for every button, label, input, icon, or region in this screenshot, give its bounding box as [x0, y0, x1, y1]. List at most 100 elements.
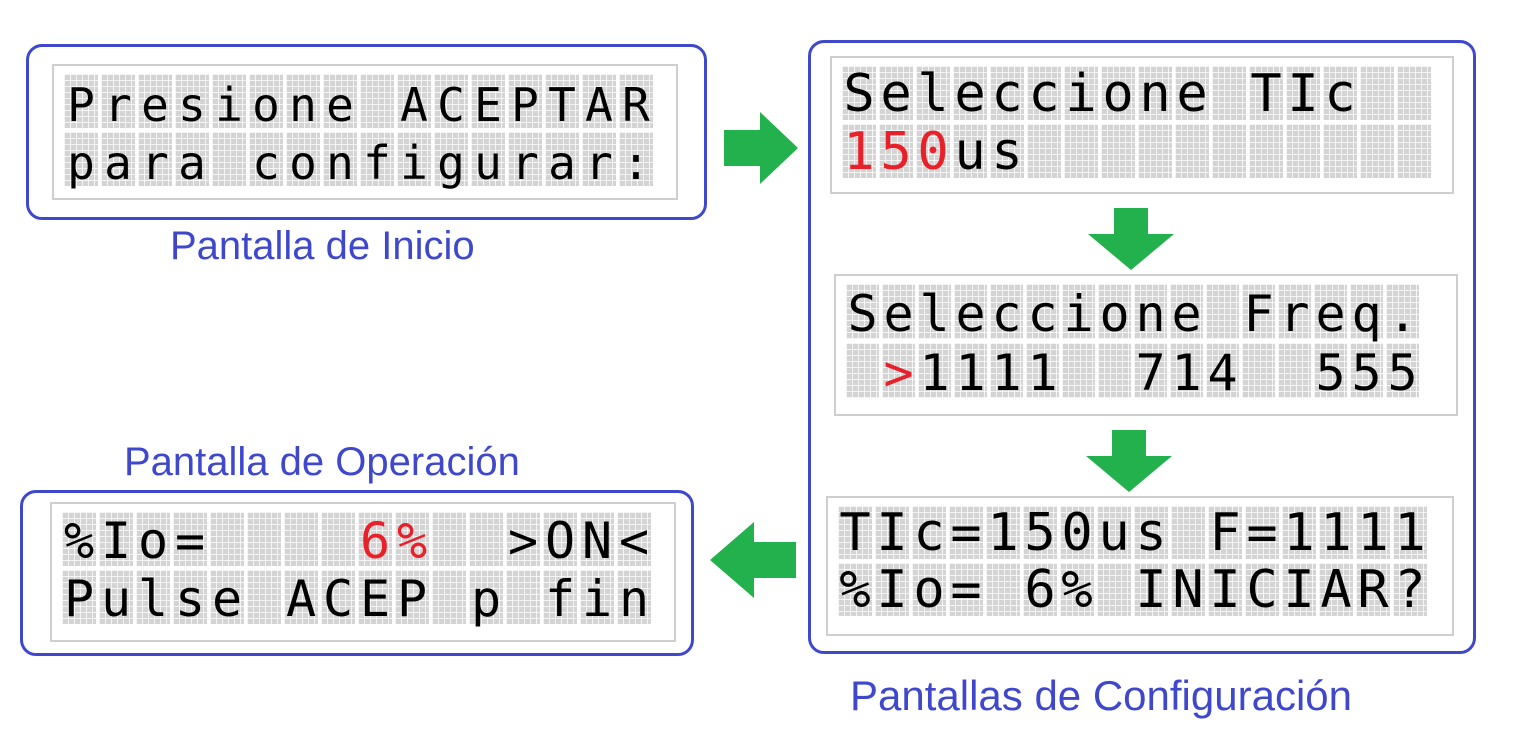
lcd-cell: a	[545, 132, 579, 186]
lcd-char: F	[1209, 503, 1241, 563]
lcd-cell: 1	[842, 124, 876, 178]
lcd-cell: n	[617, 570, 651, 624]
lcd-char: c	[913, 503, 945, 563]
lcd-cell: 1	[986, 506, 1020, 559]
lcd-char: o	[137, 512, 169, 570]
lcd-char: s	[991, 122, 1023, 182]
lcd-cell: C	[1245, 563, 1279, 616]
lcd-cell: %	[395, 512, 429, 566]
lcd-cell: T	[1249, 66, 1283, 120]
lcd-cell: P	[62, 570, 96, 624]
lcd-cell: c	[1027, 66, 1061, 120]
lcd-cell	[432, 512, 466, 566]
lcd-char: u	[954, 122, 986, 182]
lcd-char: N	[581, 512, 613, 570]
lcd-char: e	[880, 64, 912, 124]
lcd-char: S	[847, 285, 878, 343]
arrow-right-icon	[724, 112, 798, 184]
lcd-cell: s	[1134, 506, 1168, 559]
lcd-char: I	[876, 503, 908, 563]
lcd-cell: c	[912, 506, 946, 559]
lcd-char: q	[1351, 285, 1382, 343]
lcd-char: r	[585, 136, 613, 190]
lcd-cell: I	[1208, 563, 1242, 616]
lcd-cell: S	[842, 66, 876, 120]
lcd-char: %	[63, 512, 95, 570]
lcd-cell: 6	[358, 512, 392, 566]
lcd-cell	[1323, 124, 1357, 178]
lcd-char: f	[544, 570, 576, 628]
lcd-cell: o	[1098, 284, 1131, 339]
lcd-char: ?	[1394, 560, 1426, 620]
lcd-cell: 1	[954, 343, 987, 398]
lcd-char: r	[141, 136, 169, 190]
lcd-char: E	[359, 570, 391, 628]
arrow-left-icon	[710, 522, 796, 598]
lcd-char: 1	[1394, 503, 1426, 563]
lcd-char: o	[1099, 285, 1130, 343]
lcd-char: i	[400, 136, 428, 190]
lcd-char: =	[1246, 503, 1278, 563]
lcd-char: e	[954, 64, 986, 124]
lcd-char: n	[1139, 64, 1171, 124]
lcd-char: o	[289, 136, 317, 190]
lcd-cell: 7	[1134, 343, 1167, 398]
lcd-char: 5	[1315, 344, 1346, 402]
lcd-cell: o	[249, 74, 283, 128]
lcd-char: %	[396, 512, 428, 570]
lcd-char: r	[1279, 285, 1310, 343]
lcd-char: u	[1098, 503, 1130, 563]
lcd-char: C	[322, 570, 354, 628]
lcd-cell: %	[838, 563, 872, 616]
lcd-char: :	[622, 136, 650, 190]
lcd-cell: e	[138, 74, 172, 128]
lcd-cell: I	[1282, 563, 1316, 616]
lcd-cell: =	[949, 563, 983, 616]
lcd-cell: A	[1319, 563, 1353, 616]
lcd-char: I	[1209, 560, 1241, 620]
lcd-cell	[986, 563, 1020, 616]
lcd-cell: >	[506, 512, 540, 566]
lcd-char: i	[1063, 285, 1094, 343]
lcd-cell: e	[210, 570, 244, 624]
lcd-cell: 6	[1023, 563, 1057, 616]
caption-inicio: Pantalla de Inicio	[170, 224, 475, 268]
lcd-char: l	[919, 285, 950, 343]
lcd-cell	[1206, 284, 1239, 339]
lcd-cell: s	[175, 74, 209, 128]
lcd-cell: I	[1286, 66, 1320, 120]
caption-operacion: Pantalla de Operación	[124, 440, 520, 484]
lcd-cell: R	[619, 74, 653, 128]
lcd-cell: r	[101, 74, 135, 128]
lcd-char: I	[100, 512, 132, 570]
lcd-cell: u	[953, 124, 987, 178]
lcd-char: s	[178, 78, 206, 132]
lcd-char: 1	[843, 122, 875, 182]
lcd-cell: >	[882, 343, 915, 398]
lcd-cell: a	[175, 132, 209, 186]
lcd-cell	[1098, 343, 1131, 398]
lcd-cell	[360, 74, 394, 128]
lcd-cell: .	[1386, 284, 1419, 339]
lcd-char: P	[511, 78, 539, 132]
lcd-cell: %	[62, 512, 96, 566]
lcd-cell: e	[879, 66, 913, 120]
lcd-char: g	[437, 136, 465, 190]
lcd-cell	[506, 570, 540, 624]
lcd-cell: u	[471, 132, 505, 186]
lcd-char: I	[1283, 560, 1315, 620]
lcd-char: 1	[919, 344, 950, 402]
lcd-char: 1	[955, 344, 986, 402]
lcd-cell	[1175, 124, 1209, 178]
lcd-char: P	[63, 570, 95, 628]
lcd-cell: a	[101, 132, 135, 186]
lcd-char: 6	[1024, 560, 1056, 620]
lcd-cell: E	[358, 570, 392, 624]
lcd-cell	[1062, 343, 1095, 398]
lcd-char: l	[137, 570, 169, 628]
lcd-cell: 1	[1026, 343, 1059, 398]
